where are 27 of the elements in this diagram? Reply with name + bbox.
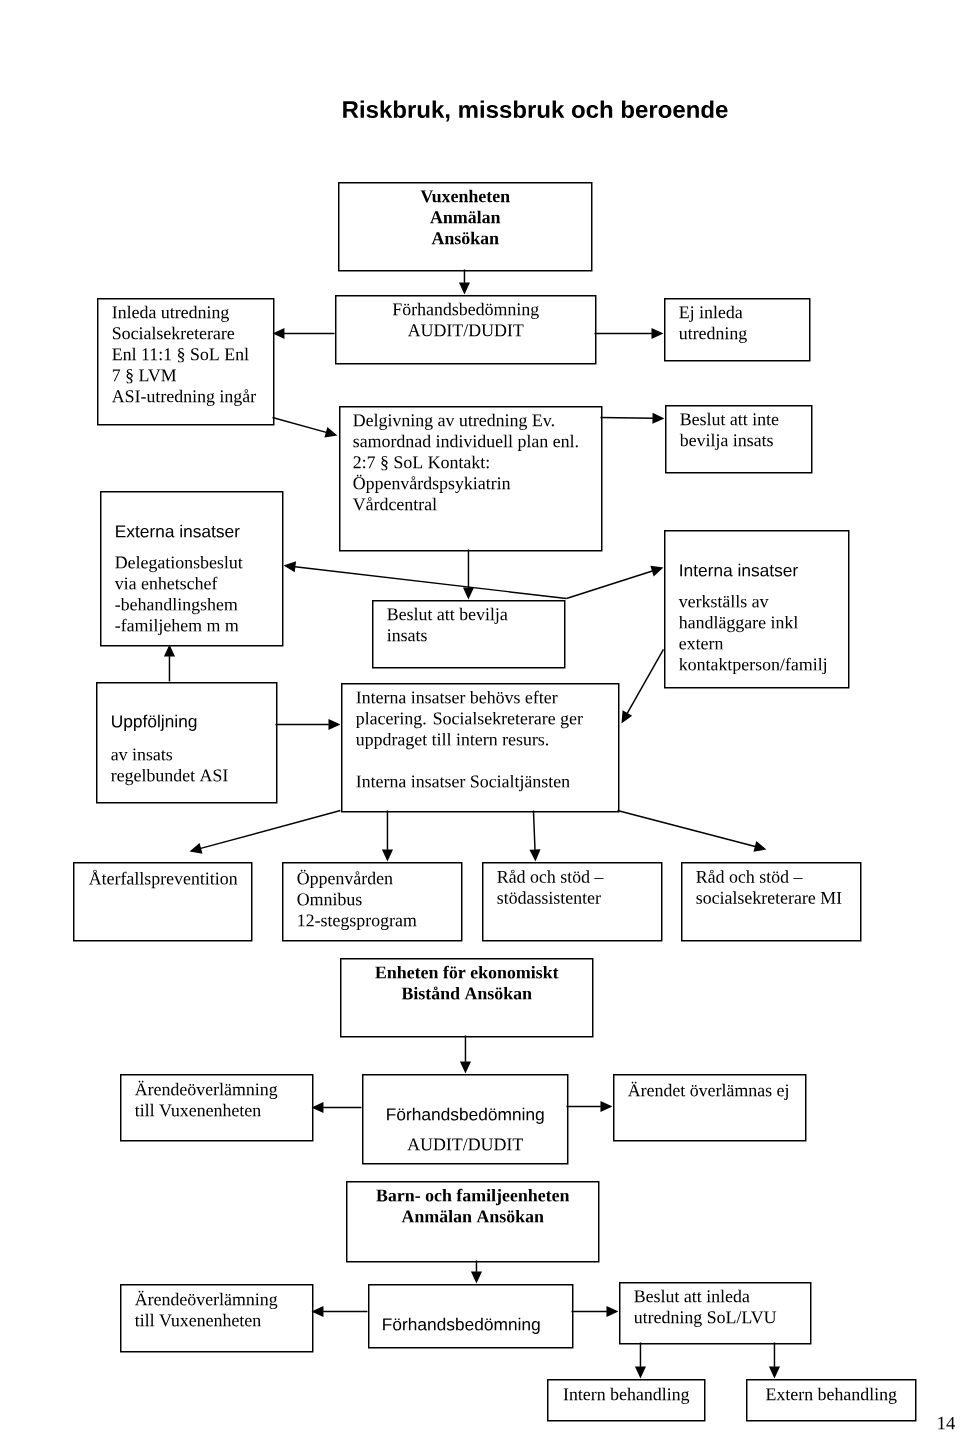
process-box: Beslut att bevilja insats — [372, 600, 566, 669]
process-box: Ej inleda utredning — [664, 298, 811, 362]
process-box: Öppenvården Omnibus 12-stegsprogram — [282, 862, 463, 942]
process-box: Återfallspreventition — [73, 862, 253, 942]
process-box: Delgivning av utredning Ev. samordnad individuell plan enl. 2:7 § SoL Kontakt: Öppenvårdspsykiatrin Vårdcentral — [339, 406, 603, 552]
heading-box: Barn- och familjeenheten Anmälan Ansökan — [346, 1181, 600, 1263]
process-box: Uppföljning av insats regelbundet ASI — [96, 682, 278, 804]
process-box: Interna insatser behövs efter placering. Socialsekreterare ger uppdraget till intern resurs. Interna insatser Socialtjänsten — [341, 683, 620, 813]
process-box: Förhandsbedömning AUDIT/DUDIT — [335, 295, 597, 365]
process-box: Råd och stöd – socialsekreterare MI — [681, 862, 862, 942]
process-box: Intern behandling — [547, 1379, 706, 1422]
process-box: Ärendeöverlämning till Vuxenenheten — [120, 1074, 314, 1142]
process-box: Extern behandling — [746, 1379, 917, 1422]
title: Riskbruk, missbruk och beroende — [343, 100, 728, 122]
process-box: Ärendeöverlämning till Vuxenenheten — [120, 1284, 314, 1353]
process-box: Externa insatser Delegationsbeslut via enhetschef -behandlingshem -familjehem m m — [100, 491, 284, 647]
process-box: Inleda utredning Socialsekreterare Enl 11:1 § SoL Enl 7 § LVM ASI-utredning ingår — [97, 298, 275, 426]
process-box: Interna insatser verkställs av handläggare inkl extern kontaktperson/familj — [664, 530, 850, 689]
process-box: Beslut att inleda utredning SoL/LVU — [619, 1282, 812, 1345]
process-box: Råd och stöd – stödassistenter — [482, 862, 663, 942]
process-box: Beslut att inte bevilja insats — [665, 405, 813, 474]
process-box: Förhandsbedömning AUDIT/DUDIT — [362, 1074, 569, 1165]
process-box: Ärendet överlämnas ej — [613, 1074, 807, 1142]
heading-box: Vuxenheten Anmälan Ansökan — [338, 182, 593, 272]
process-box: Förhandsbedömning — [368, 1284, 574, 1349]
page-number: 14 — [938, 1416, 956, 1430]
heading-box: Enheten för ekonomiskt Bistånd Ansökan — [340, 958, 594, 1038]
